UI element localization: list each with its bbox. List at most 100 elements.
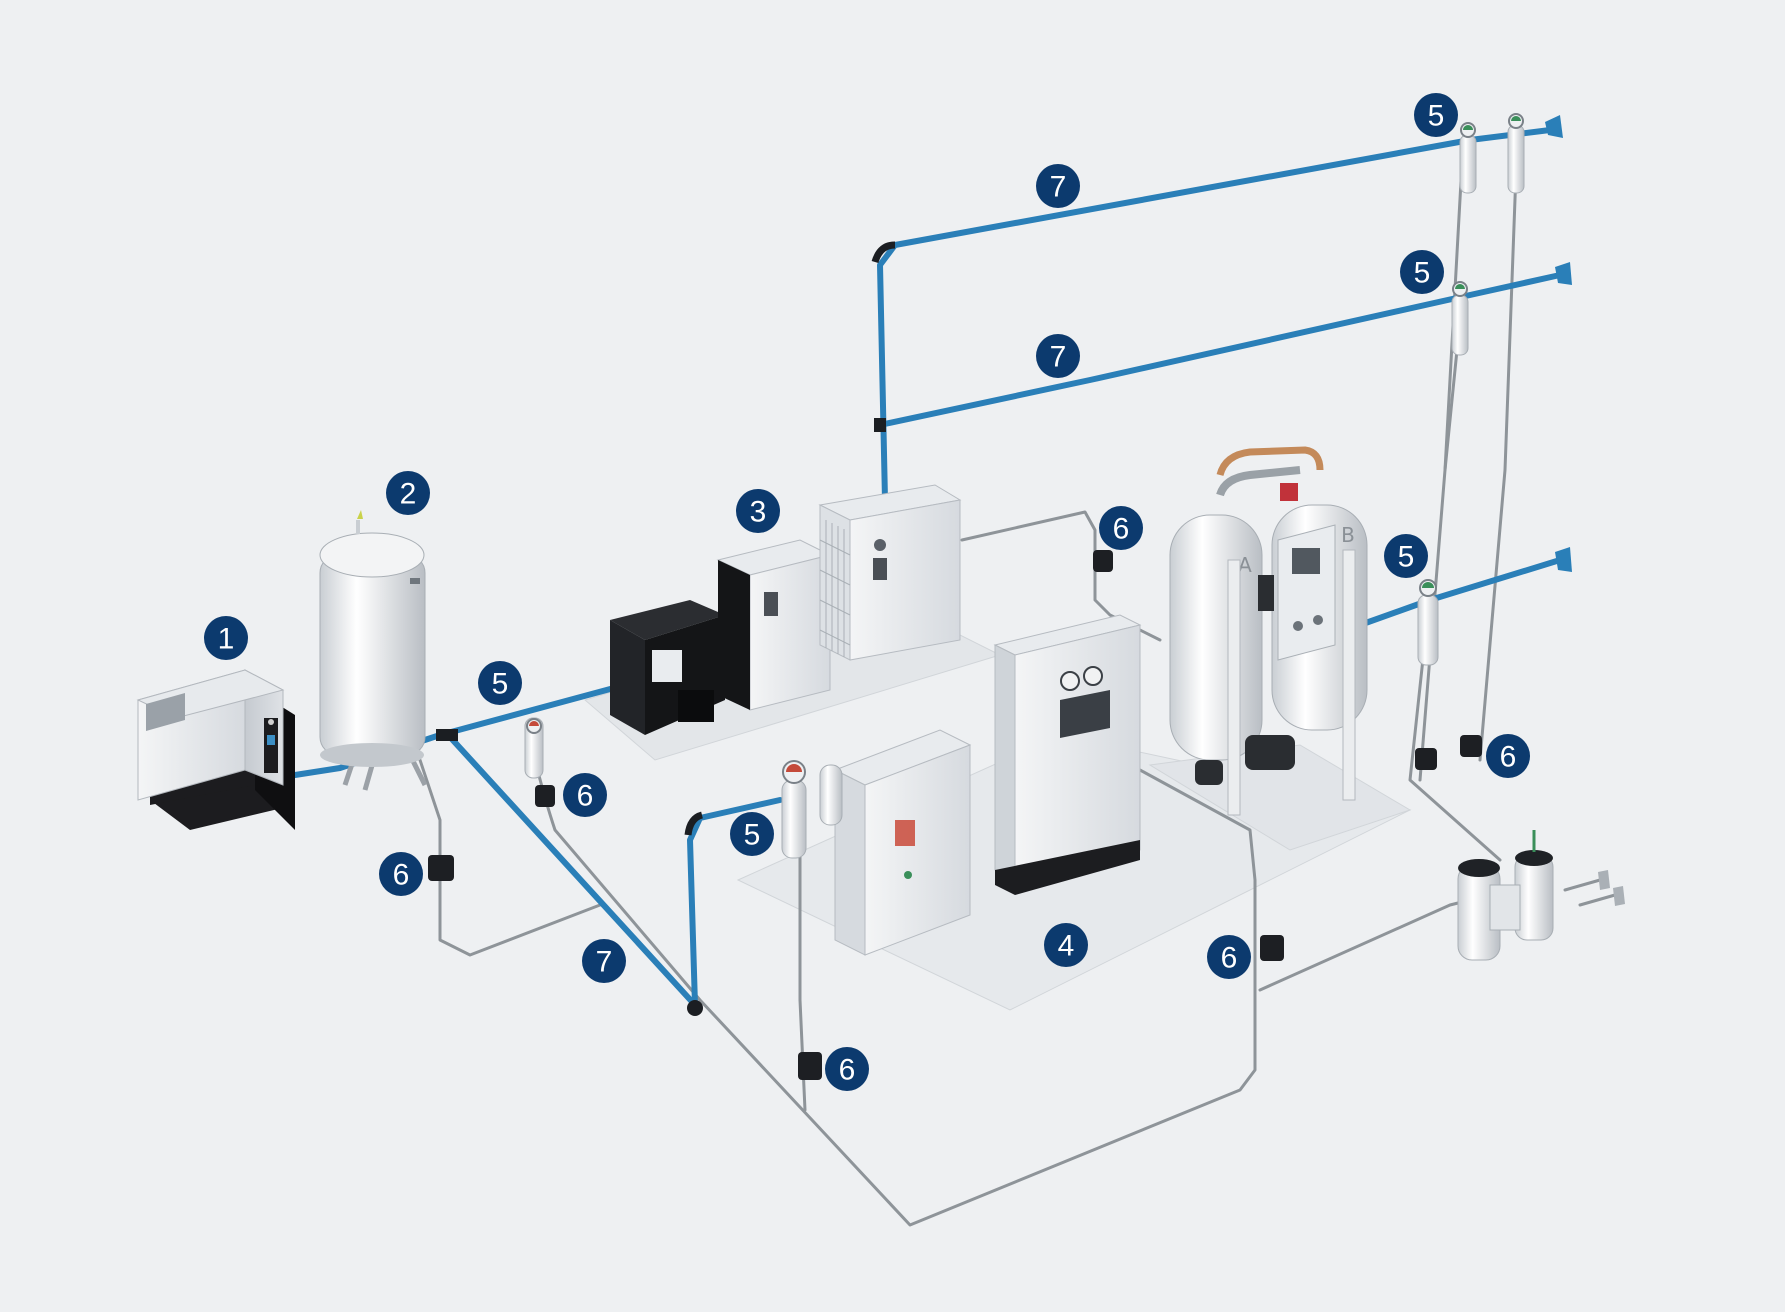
tower-a-drain-icon — [1195, 760, 1223, 785]
badge-1: 1 — [204, 616, 248, 660]
tower-b-label: B — [1341, 523, 1355, 547]
badge-6-label: 6 — [393, 859, 410, 892]
regeneration-pipe — [1216, 446, 1324, 477]
badge-6-adsorber: 6 — [1207, 935, 1251, 979]
pipe-riser-generator — [687, 797, 783, 1008]
badge-6-filter: 6 — [563, 773, 607, 817]
drain-valve-icon — [1415, 748, 1437, 770]
badge-7-middle: 7 — [1036, 334, 1080, 378]
drain-valve-icon — [1260, 935, 1284, 961]
filter-bottom — [1417, 579, 1439, 666]
badge-6-right: 6 — [1486, 734, 1530, 778]
badge-3: 3 — [736, 489, 780, 533]
adsorber-valve-icon — [1258, 575, 1274, 611]
filter-indicator-green-icon — [1422, 582, 1434, 588]
badge-3-label: 3 — [750, 496, 767, 529]
membrane-module — [819, 729, 972, 956]
vent-grille-icon — [146, 693, 185, 731]
adsorber-control-panel — [1277, 524, 1336, 661]
badge-5-label: 5 — [744, 819, 761, 852]
elbow-fitting — [687, 1000, 703, 1016]
drain-valve-icon — [428, 855, 454, 881]
separator-cap-left — [1458, 859, 1500, 877]
filter-top-2 — [1507, 113, 1525, 194]
badge-2-label: 2 — [400, 478, 417, 511]
badge-4-label: 4 — [1058, 930, 1075, 963]
inline-filters — [524, 113, 1525, 859]
refrigeration-dryers — [610, 484, 962, 735]
badge-5-label: 5 — [1398, 541, 1415, 574]
outlet-bottom — [1555, 547, 1572, 572]
filter-indicator-green-icon — [1455, 284, 1465, 289]
adsorber-display-icon — [1292, 548, 1320, 574]
right-dryer-front — [849, 499, 961, 661]
generator-elbow — [684, 811, 704, 836]
filter-indicator-green-icon — [1463, 125, 1473, 130]
cabinet-control-panel — [1060, 690, 1110, 738]
compressor-display-icon — [267, 735, 275, 745]
bottom-valve-block — [1245, 735, 1295, 770]
filter-receiver — [524, 717, 544, 779]
pressure-gauge-right-icon — [1083, 666, 1103, 686]
mid-dryer-side — [718, 560, 750, 710]
compressor-gauge-icon — [268, 719, 274, 725]
separator-outlet-2 — [1578, 893, 1617, 907]
drain-valve-icon — [798, 1052, 822, 1080]
drain-line-top-filter-2 — [1478, 143, 1519, 762]
badge-6-label: 6 — [839, 1054, 856, 1087]
outlet-top — [1545, 115, 1563, 138]
black-dryer-vent — [678, 690, 714, 722]
right-dryer-gauge-icon — [874, 539, 886, 551]
right-dryer-mesh — [819, 520, 851, 657]
pipe-fittings — [436, 241, 896, 1016]
badge-5-top: 5 — [1414, 93, 1458, 137]
receiver-body — [319, 554, 426, 756]
tower-a-label: A — [1238, 553, 1252, 577]
filter-middle — [1451, 281, 1469, 356]
badge-6-receiver: 6 — [379, 852, 423, 896]
pipe-outlets — [1545, 115, 1572, 572]
outlet-middle — [1555, 262, 1572, 285]
filter-indicator-green-icon — [1511, 116, 1521, 121]
filter-generator — [781, 760, 807, 859]
module-led-icon — [904, 871, 912, 879]
drain-valve-icon — [535, 785, 555, 807]
filter-indicator-red-icon — [786, 764, 802, 772]
module-status-indicator-icon — [895, 820, 915, 846]
pipe-receiver-to-generator — [447, 734, 698, 1008]
pressure-gauge-left-icon — [1060, 671, 1080, 691]
badge-5-generator: 5 — [730, 812, 774, 856]
right-dryer-controller-icon — [873, 558, 887, 580]
badge-2: 2 — [386, 471, 430, 515]
mid-dryer-front — [749, 554, 831, 711]
receiver-outlet-fitting — [436, 729, 458, 741]
separator-tank-right — [1514, 854, 1554, 941]
cabinet-front — [1014, 624, 1141, 881]
filter-indicator-red-icon — [529, 721, 539, 726]
badge-5-bottom: 5 — [1384, 534, 1428, 578]
badge-6-label: 6 — [1113, 513, 1130, 546]
badge-7-label: 7 — [1050, 171, 1067, 204]
badge-5-middle: 5 — [1400, 250, 1444, 294]
drain-valve-icon — [1093, 550, 1113, 572]
cabinet-side — [994, 644, 1016, 881]
badge-7-top: 7 — [1036, 164, 1080, 208]
black-dryer-top — [610, 600, 725, 640]
black-dryer-panel — [652, 650, 682, 682]
badge-5-receiver: 5 — [478, 661, 522, 705]
badge-5-label: 5 — [492, 668, 509, 701]
separator-cap-right — [1515, 850, 1553, 866]
black-dryer-side — [610, 620, 645, 735]
badge-5-label: 5 — [1428, 100, 1445, 133]
callout-badges: 1 2 3 4 5 5 5 5 5 6 6 6 6 6 6 7 7 7 — [204, 93, 1530, 1091]
receiver-top-dome — [319, 532, 425, 578]
frame-post-left — [1227, 559, 1241, 816]
drain-valve-icon — [1460, 735, 1482, 757]
adsorber-gauge-right-icon — [1313, 615, 1323, 625]
adsorption-dryer: B A — [1169, 446, 1368, 816]
tee-fitting — [874, 418, 886, 432]
mid-dryer-controller-icon — [764, 592, 778, 616]
badge-7-label: 7 — [1050, 341, 1067, 374]
frame-post-right — [1342, 549, 1356, 801]
